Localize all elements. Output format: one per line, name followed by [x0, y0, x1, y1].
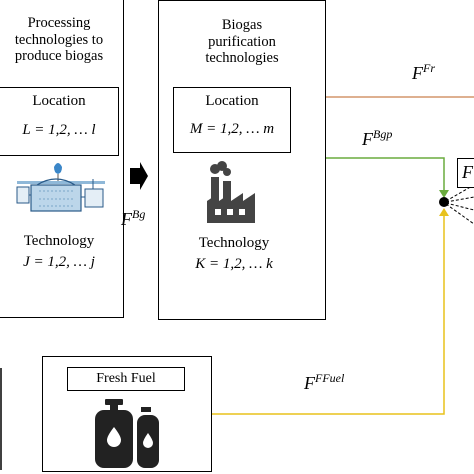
fresh-fuel-label: Fresh Fuel: [96, 371, 156, 386]
ffuel-arrowhead: [439, 208, 449, 216]
factory-icon: [207, 161, 255, 223]
split-lines: [445, 184, 474, 225]
processing-technology-eq: J = 1,2, … j: [23, 254, 95, 270]
digester-icon: [16, 163, 105, 212]
purification-location-label: Location: [205, 93, 259, 109]
purification-location-eq: M = 1,2, … m: [189, 121, 275, 137]
purification-box: Biogas purification technologies Locatio…: [158, 0, 326, 320]
partial-right-label: F: [462, 162, 473, 182]
processing-title: Processing technologies to produce bioga…: [14, 15, 104, 65]
bgp-flow-line: [326, 157, 445, 196]
bgp-arrowhead: [439, 190, 449, 198]
flow-label-f-fr: FFr: [412, 61, 435, 83]
fresh-fuel-box: Fresh Fuel: [42, 356, 212, 472]
flow-label-f-bg: FBg: [121, 207, 146, 229]
purification-title: Biogas purification technologies: [205, 17, 279, 67]
processing-location-box: Location L = 1,2, … l: [0, 87, 119, 156]
processing-location-label: Location: [32, 93, 86, 109]
processing-location-eq: L = 1,2, … l: [22, 122, 96, 138]
processing-technology-label: Technology: [23, 233, 95, 249]
process-arrow: [130, 162, 148, 190]
processing-box: Processing technologies to produce bioga…: [0, 0, 124, 318]
ffuel-flow-line: [212, 210, 445, 415]
flow-label-f-ffuel: FFFuel: [304, 371, 345, 393]
purification-technology-eq: K = 1,2, … k: [195, 256, 273, 272]
partial-right-box: F: [457, 158, 474, 188]
purification-technology-label: Technology: [198, 235, 270, 251]
fresh-fuel-label-box: Fresh Fuel: [67, 367, 185, 391]
purification-location-box: Location M = 1,2, … m: [173, 87, 291, 153]
gas-cylinders-icon: [95, 399, 159, 468]
flow-label-f-bgp: FBgp: [362, 127, 393, 149]
